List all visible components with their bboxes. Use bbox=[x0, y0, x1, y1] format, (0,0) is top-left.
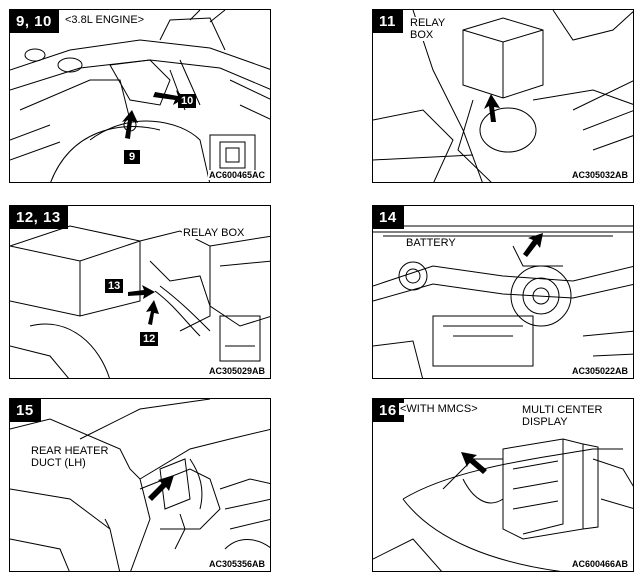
relay-box-label: RELAY BOX bbox=[409, 17, 447, 41]
figure-code: AC305356AB bbox=[207, 559, 266, 569]
panel-step-15: 15 REAR HEATER DUCT (LH) AC305356AB bbox=[9, 398, 271, 572]
figure-code: AC305022AB bbox=[570, 366, 629, 376]
engine-illustration bbox=[10, 10, 270, 182]
figure-code: AC305029AB bbox=[207, 366, 266, 376]
multi-center-display-label: MULTI CENTER DISPLAY bbox=[521, 404, 604, 428]
step-number: 16 bbox=[373, 399, 404, 422]
battery-illustration bbox=[373, 225, 633, 378]
callout-13: 13 bbox=[105, 279, 124, 293]
mmcs-condition-label: <WITH MMCS> bbox=[399, 403, 479, 415]
panel-step-16: 16 <WITH MMCS> MULTI CENTER DISPLAY AC60… bbox=[372, 398, 634, 572]
step-number: 14 bbox=[373, 206, 404, 229]
step-number: 9, 10 bbox=[10, 10, 59, 33]
figure-code: AC600466AB bbox=[570, 559, 629, 569]
rear-heater-duct-label: REAR HEATER DUCT (LH) bbox=[30, 445, 110, 469]
engine-condition-label: <3.8L ENGINE> bbox=[64, 14, 146, 26]
multi-center-display-illustration bbox=[373, 438, 633, 571]
relay-box-connector-illustration bbox=[10, 225, 270, 378]
battery-label: BATTERY bbox=[405, 237, 457, 249]
callout-9: 9 bbox=[124, 150, 140, 164]
panel-step-9-10: 9, 10 <3.8L ENGINE> 10 9 AC600465AC bbox=[9, 9, 271, 183]
panel-step-14: 14 BATTERY AC305022AB bbox=[372, 205, 634, 379]
step-number: 12, 13 bbox=[10, 206, 68, 229]
rear-heater-duct-illustration bbox=[10, 399, 270, 571]
relay-box-label: RELAY BOX bbox=[182, 227, 246, 239]
panel-step-11: 11 RELAY BOX AC305032AB bbox=[372, 9, 634, 183]
panel-step-12-13: 12, 13 RELAY BOX 13 12 AC305029AB bbox=[9, 205, 271, 379]
figure-code: AC600465AC bbox=[207, 170, 266, 180]
step-number: 15 bbox=[10, 399, 41, 422]
figure-code: AC305032AB bbox=[570, 170, 629, 180]
callout-10: 10 bbox=[178, 94, 197, 108]
step-number: 11 bbox=[373, 10, 403, 33]
callout-12: 12 bbox=[140, 332, 159, 346]
